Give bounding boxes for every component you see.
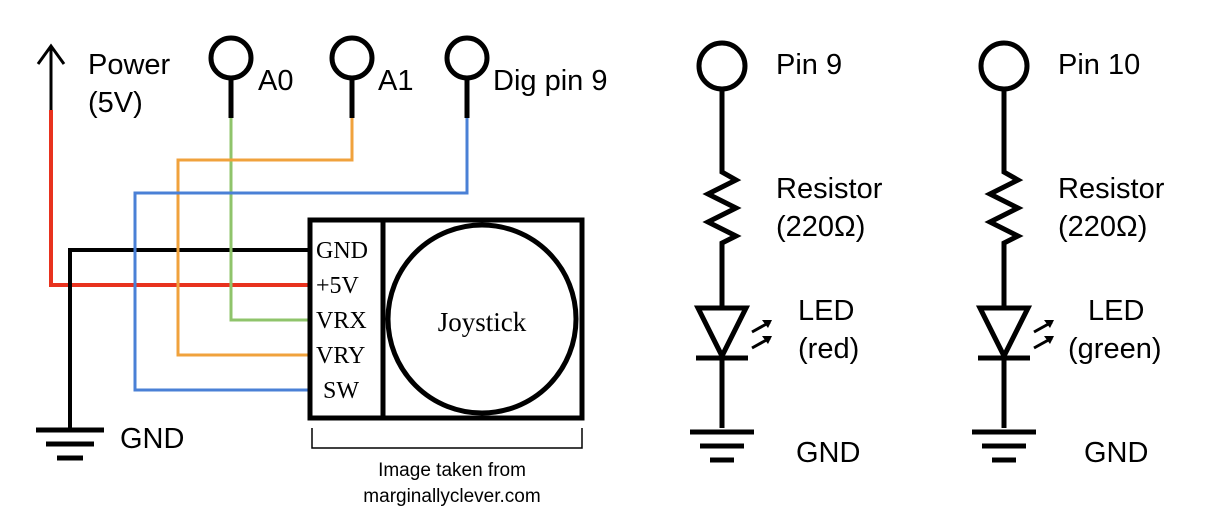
- sw-wire: [133, 118, 469, 392]
- joystick-module: [307, 217, 585, 421]
- power-arrow-head-icon: [36, 43, 66, 65]
- vrx-wire: [229, 118, 312, 322]
- joystick-pin-5v: +5V: [316, 273, 360, 299]
- joystick-pin-sw: SW: [323, 378, 359, 404]
- led2-led-color: (green): [1068, 333, 1162, 365]
- power-voltage-label: (5V): [88, 87, 143, 119]
- led-circuit-pin-10: [972, 40, 1054, 463]
- terminal-pin-9: [696, 40, 748, 92]
- led-circuit-pin-9: [690, 40, 772, 463]
- led1-led-color: (red): [798, 333, 859, 365]
- terminal-dig-pin-9: [444, 35, 490, 118]
- led-diode-icon: [693, 305, 751, 362]
- caption-line-2: marginallyclever.com: [363, 486, 540, 507]
- led1-gnd-label: GND: [796, 437, 860, 469]
- led2-resistor-label: Resistor: [1058, 173, 1165, 205]
- resistor-icon: [984, 165, 1024, 252]
- led1-resistor-value: (220Ω): [776, 211, 865, 243]
- terminal-a1: [329, 35, 375, 118]
- led1-resistor-label: Resistor: [776, 173, 883, 205]
- led2-gnd-label: GND: [1084, 437, 1148, 469]
- ground-symbol-icon: [972, 429, 1036, 463]
- terminal-a0: [208, 35, 254, 118]
- joystick-pin-vrx: VRX: [316, 308, 367, 334]
- led2-led-label: LED: [1088, 295, 1144, 327]
- joystick-knob-icon: [385, 222, 579, 416]
- left-gnd-label: GND: [120, 423, 184, 455]
- terminal-pin-10: [978, 40, 1030, 92]
- led-diode-icon: [975, 305, 1033, 362]
- joystick-pin-vry: VRY: [316, 343, 365, 369]
- joystick-label: Joystick: [438, 307, 527, 337]
- caption-line-1: Image taken from: [378, 460, 526, 481]
- gnd-wire: [68, 248, 312, 400]
- pin-dig9-label: Dig pin 9: [493, 65, 607, 97]
- led1-pin-label: Pin 9: [776, 49, 842, 81]
- pin-a1-label: A1: [378, 65, 413, 97]
- ground-symbol-icon: [690, 429, 754, 463]
- joystick-pin-gnd: GND: [316, 238, 368, 264]
- vry-wire: [176, 118, 354, 357]
- power-label: Power: [88, 49, 171, 81]
- power-wire: [49, 110, 312, 287]
- caption-bracket: [311, 428, 583, 449]
- resistor-icon: [702, 165, 742, 252]
- led2-pin-label: Pin 10: [1058, 49, 1140, 81]
- led2-resistor-value: (220Ω): [1058, 211, 1147, 243]
- ground-symbol-icon: [36, 400, 104, 461]
- pin-a0-label: A0: [258, 65, 293, 97]
- led1-led-label: LED: [798, 295, 854, 327]
